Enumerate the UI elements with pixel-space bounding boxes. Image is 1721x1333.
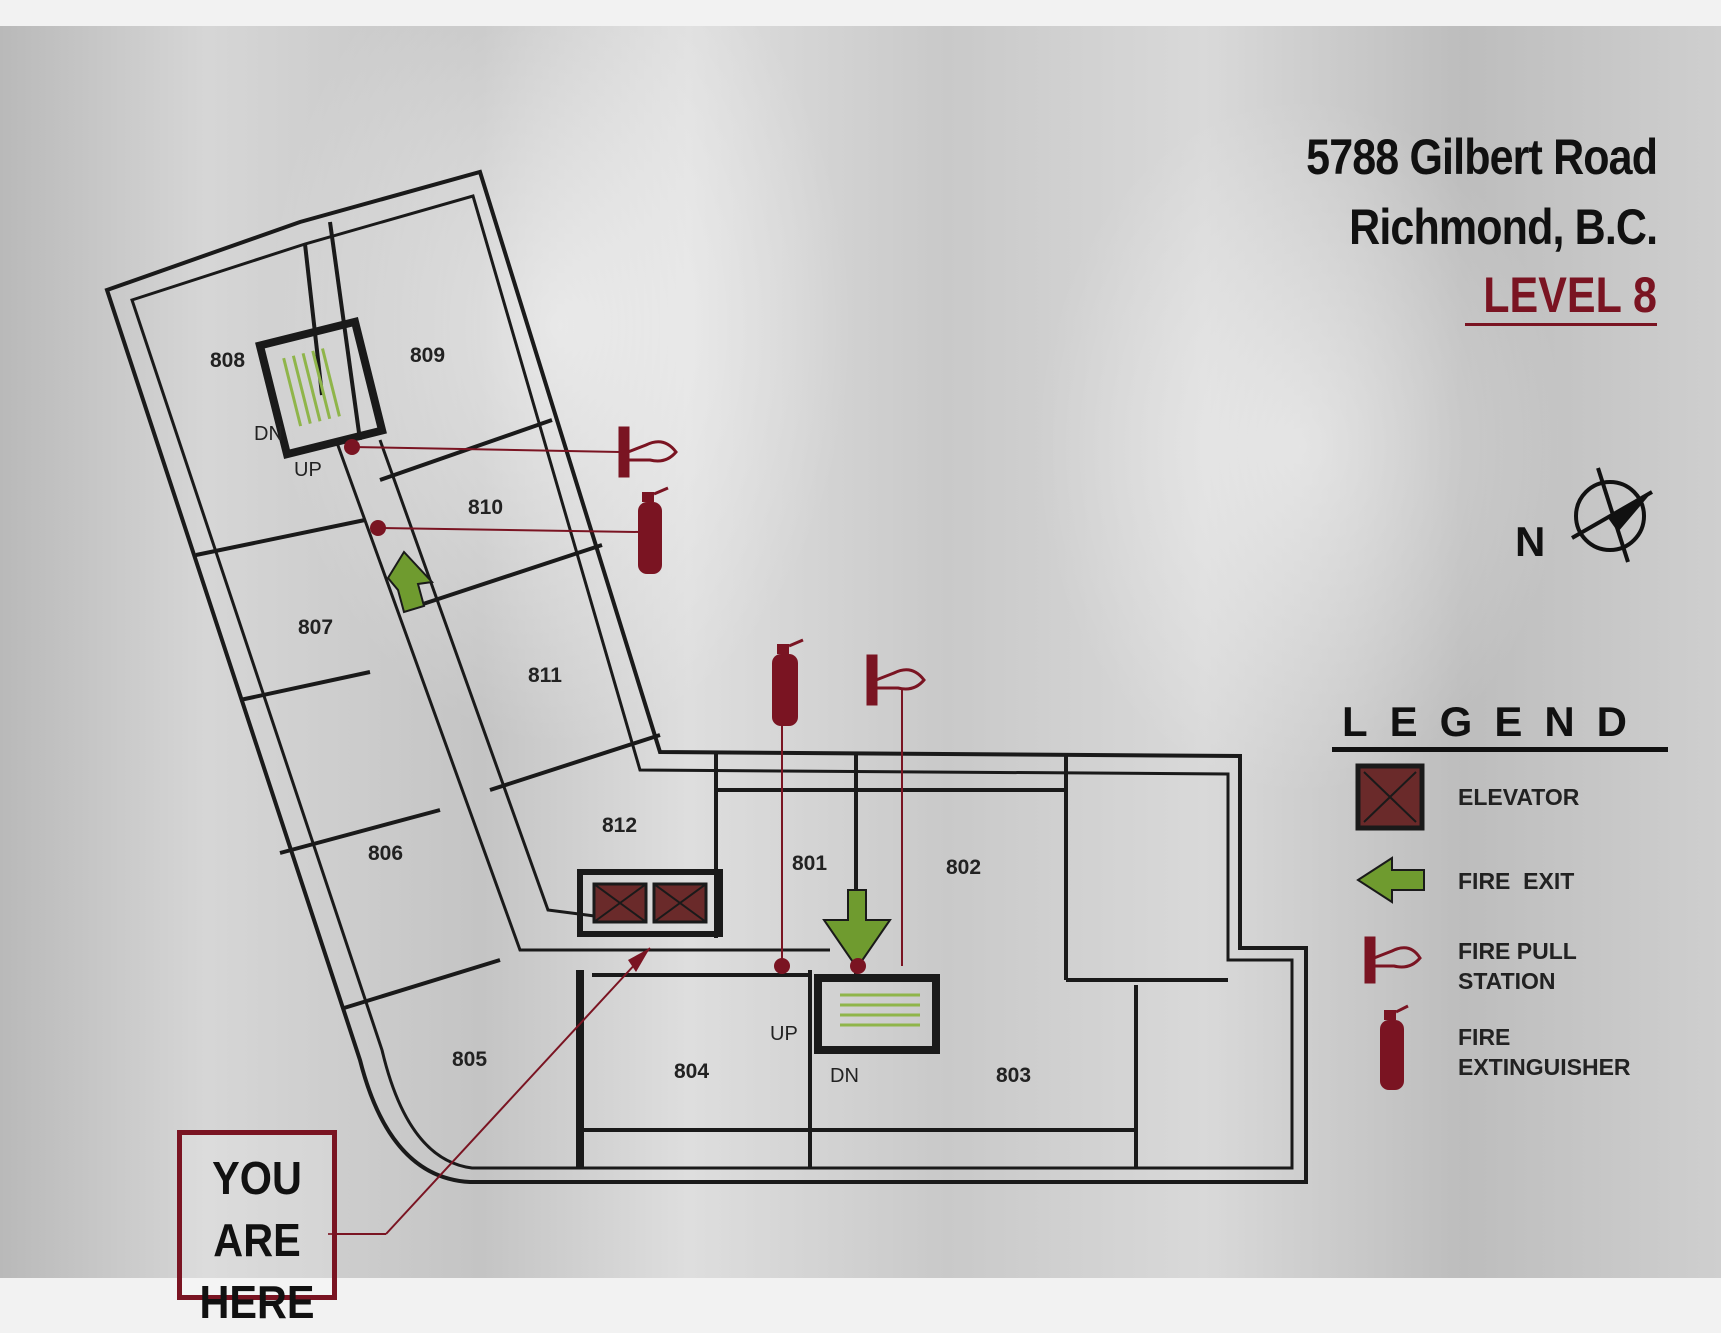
legend-fire-extinguisher-label-2: EXTINGUISHER — [1458, 1054, 1631, 1080]
legend-fire-extinguisher-label-1: FIRE — [1458, 1024, 1511, 1050]
room-807-label: 807 — [298, 616, 333, 639]
building-walls — [104, 169, 1308, 1184]
address-line-1: 5788 Gilbert Road — [1305, 129, 1658, 185]
room-808-label: 808 — [210, 349, 245, 372]
fire-exit-arrow-north — [386, 550, 435, 614]
south-stair-up-label: UP — [770, 1023, 798, 1045]
elevators — [577, 869, 723, 937]
compass-north-label: N — [1515, 518, 1546, 565]
fire-extinguisher-icon — [772, 638, 804, 726]
address-line-2: Richmond, B.C. — [1348, 199, 1658, 255]
you-are-here-marker: YOU ARE HERE — [177, 1130, 337, 1328]
room-805-label: 805 — [452, 1048, 487, 1071]
metal-sign-plate — [0, 26, 1721, 1278]
legend-elevator-icon — [1355, 763, 1425, 831]
room-810-label: 810 — [468, 496, 503, 519]
safety-leader-lines — [328, 446, 903, 1235]
floor-plan-map: 808 809 810 807 811 812 806 801 802 805 … — [104, 169, 1653, 1235]
compass-icon — [1571, 467, 1653, 563]
room-804-label: 804 — [674, 1060, 709, 1083]
level-underline — [1465, 323, 1657, 326]
room-809-label: 809 — [410, 344, 445, 367]
legend-fire-exit-label: FIRE EXIT — [1458, 868, 1575, 894]
north-stair-up-label: UP — [294, 459, 322, 481]
legend-divider — [1332, 747, 1668, 752]
fire-pull-station-icon — [866, 654, 926, 706]
legend-fire-extinguisher-icon — [1380, 1004, 1409, 1090]
stair-labels: DN UP UP DN — [254, 423, 859, 1087]
legend-fire-pull-label-1: FIRE PULL — [1458, 938, 1577, 964]
room-803-label: 803 — [996, 1064, 1031, 1087]
room-801-label: 801 — [792, 852, 827, 875]
room-812-label: 812 — [602, 814, 637, 837]
legend-title: LEGEND — [1342, 698, 1650, 745]
legend-fire-pull-station-icon — [1364, 936, 1422, 984]
level-title: LEVEL 8 — [1483, 267, 1657, 323]
south-stair-dn-label: DN — [830, 1065, 859, 1087]
north-stair — [255, 316, 387, 460]
legend-fire-pull-label-2: STATION — [1458, 968, 1556, 994]
room-labels: 808 809 810 807 811 812 806 801 802 805 … — [210, 344, 1031, 1087]
room-806-label: 806 — [368, 842, 403, 865]
fire-exit-arrow-south — [822, 889, 892, 970]
legend-fire-exit-icon — [1356, 856, 1425, 904]
fire-pull-station-icon — [618, 426, 678, 478]
you-are-here-label: YOU ARE HERE — [199, 1152, 315, 1328]
equipment-markers — [344, 439, 866, 974]
north-stair-dn-label: DN — [254, 423, 283, 445]
legend-elevator-label: ELEVATOR — [1458, 784, 1580, 810]
fire-extinguisher-icon — [638, 486, 669, 574]
room-811-label: 811 — [528, 664, 562, 687]
room-802-label: 802 — [946, 856, 981, 879]
south-stair — [814, 974, 940, 1054]
